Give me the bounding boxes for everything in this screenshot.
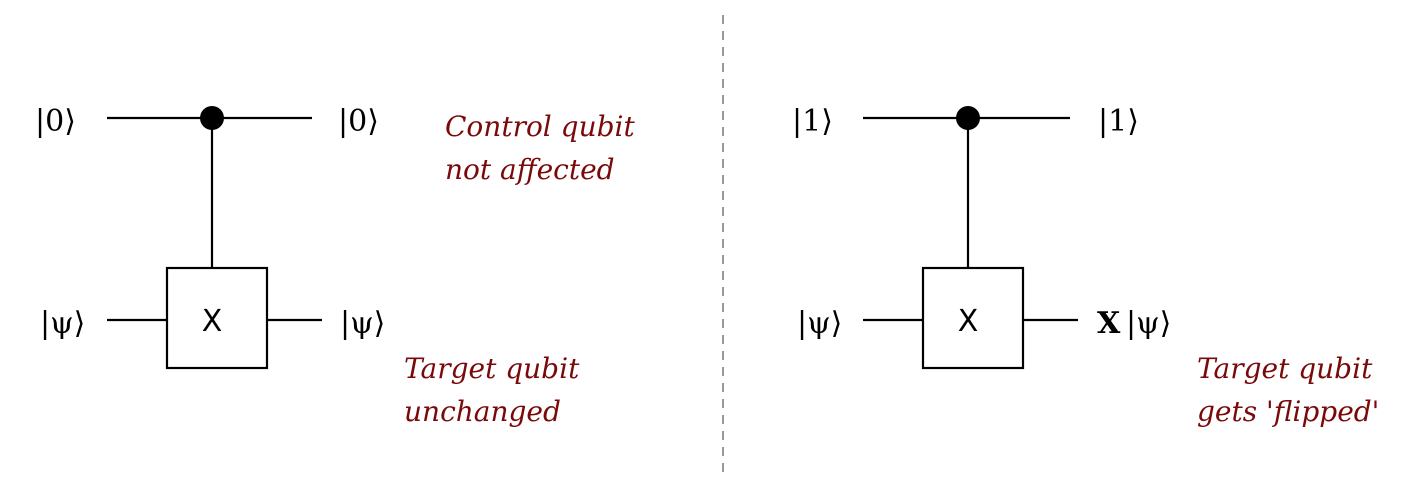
target-output-ket: |ψ⟩ (1126, 306, 1171, 341)
target-output-operator: X (1097, 306, 1121, 341)
x-gate-label: X (202, 304, 223, 339)
control-input-ket: |1⟩ (792, 104, 833, 139)
control-note-line2: not affected (445, 153, 615, 186)
control-output-ket: |1⟩ (1098, 104, 1139, 139)
target-note-line2: unchanged (404, 395, 561, 428)
target-note-line1: Target qubit (1197, 352, 1373, 385)
target-output-ket: |ψ⟩ (340, 306, 385, 341)
target-note-line1: Target qubit (404, 352, 580, 385)
control-input-ket: |0⟩ (35, 104, 76, 139)
left-circuit: |0⟩ |0⟩ |ψ⟩ X |ψ⟩ Control qubit not affe… (35, 104, 636, 428)
target-note-line2: gets 'flipped' (1197, 395, 1379, 428)
x-gate-label: X (958, 304, 979, 339)
x-gate-box (921, 266, 1025, 370)
control-note-line1: Control qubit (445, 110, 636, 143)
right-circuit: |1⟩ |1⟩ |ψ⟩ X X |ψ⟩ Target qubit gets 'f… (792, 104, 1379, 428)
x-gate-box (165, 266, 269, 370)
control-output-ket: |0⟩ (338, 104, 379, 139)
target-input-ket: |ψ⟩ (40, 306, 85, 341)
target-input-ket: |ψ⟩ (797, 306, 842, 341)
